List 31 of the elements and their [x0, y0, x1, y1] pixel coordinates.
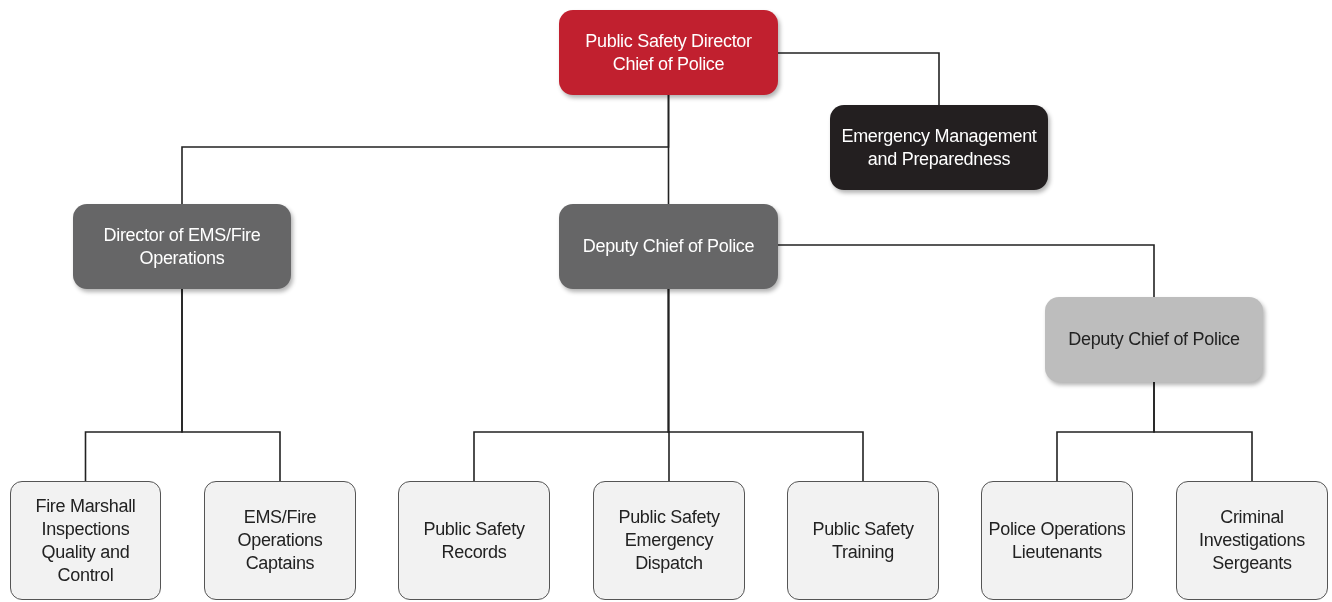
org-box [981, 481, 1133, 600]
role-title: Public Safety Training [811, 517, 915, 564]
role-title: Deputy Chief of Police [1068, 328, 1240, 351]
org-box [204, 481, 356, 600]
connector-line [667, 288, 864, 482]
org-box [559, 204, 778, 289]
org-box [830, 105, 1048, 190]
connector-line [777, 52, 940, 106]
role-title: Police Operations Lieutenants [988, 517, 1126, 564]
role-title: Chief of Police [612, 52, 725, 76]
role-title: Criminal Investigations Sergeants [1198, 506, 1306, 575]
connector-line [1153, 381, 1253, 482]
connector-line [667, 94, 670, 205]
org-box [559, 10, 778, 95]
org-box [787, 481, 939, 600]
role-title: Deputy Chief of Police [582, 235, 755, 258]
org-box [593, 481, 745, 600]
role-title: Public Safety Records [422, 517, 526, 564]
org-box [1045, 297, 1263, 382]
role-title: Director of EMS/Fire Operations [102, 223, 262, 270]
org-box [73, 204, 291, 289]
role-title: Fire Marshall Inspections Quality and Control [34, 494, 137, 587]
connector-line [181, 288, 281, 482]
org-box [1176, 481, 1328, 600]
org-box [10, 481, 161, 600]
role-title: EMS/Fire Operations Captains [236, 506, 324, 575]
role-title: Public Safety Emergency Dispatch [617, 506, 721, 575]
connector-line [777, 244, 1155, 298]
role-title: Public Safety Director [585, 29, 752, 53]
org-box [398, 481, 550, 600]
role-title: Emergency Management and Preparedness [840, 124, 1038, 171]
